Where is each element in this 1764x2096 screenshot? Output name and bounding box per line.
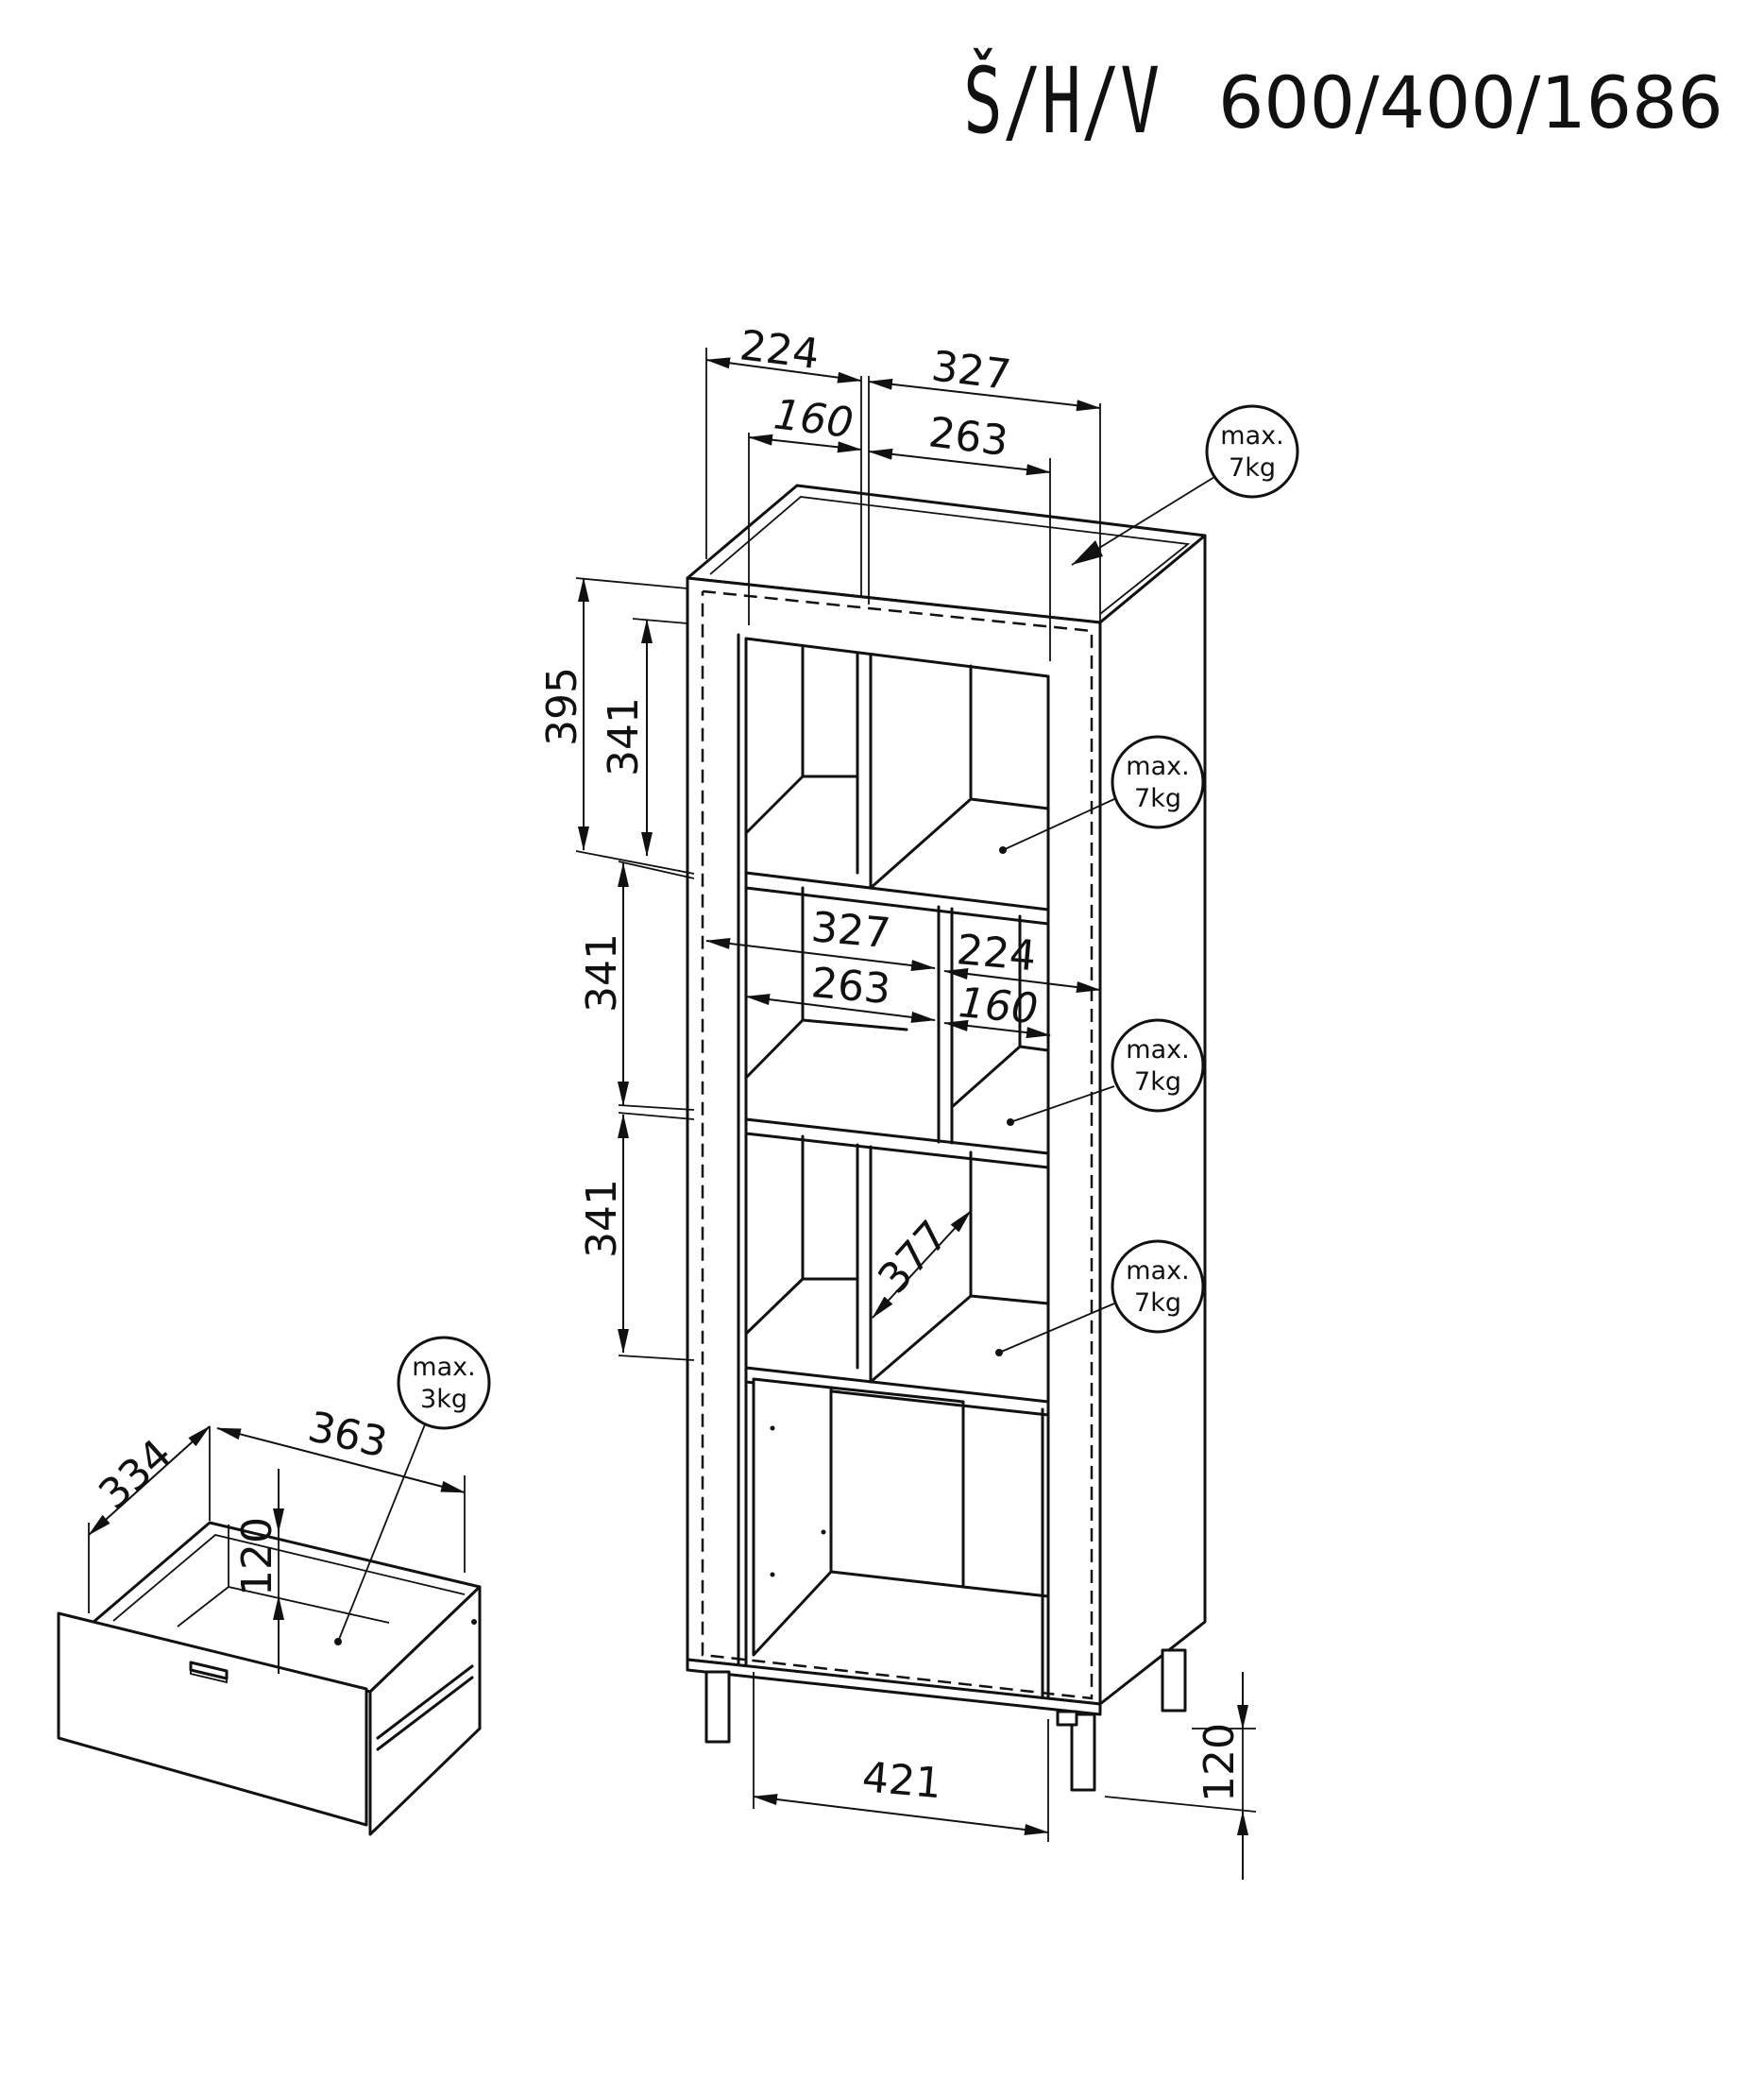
- load-badge-drawer: max. 3kg: [334, 1336, 491, 1645]
- dim-top-327: 327: [929, 342, 1014, 400]
- compartment-4: [752, 1377, 1050, 1702]
- drawer: [57, 1521, 482, 1836]
- dim-top-224: 224: [738, 321, 823, 379]
- dim-drawer-120: 120: [233, 1517, 281, 1596]
- header-dimensions: 600/400/1686: [1218, 60, 1723, 145]
- dim-left-341-c: 341: [578, 1179, 626, 1258]
- dim-drawer-363: 363: [304, 1403, 392, 1468]
- load-badge-shelf-2-line1: max.: [1126, 1035, 1189, 1065]
- load-badge-shelf-1-line1: max.: [1126, 752, 1189, 781]
- load-badge-shelf-1: max. 7kg: [999, 735, 1205, 854]
- dim-drawer-334: 334: [90, 1430, 181, 1519]
- load-badge-shelf-2-line2: 7kg: [1134, 1067, 1181, 1097]
- load-badge-top-line1: max.: [1220, 421, 1283, 451]
- cabinet-base: [686, 1658, 1102, 1716]
- load-badge-shelf-2: max. 7kg: [1007, 1018, 1205, 1126]
- cabinet-dashed-front: [701, 589, 1094, 1700]
- compartment-1: [744, 646, 1050, 890]
- dim-leg-120: 120: [1196, 1723, 1244, 1802]
- drawer-front: [57, 1611, 368, 1827]
- dimension-lines: [575, 348, 1257, 1880]
- leg-back-right: [1161, 1648, 1187, 1713]
- cabinet-right-side: [1098, 534, 1207, 1706]
- dim-bottom-421: 421: [860, 1753, 943, 1808]
- load-badge-top: max. 7kg: [1071, 404, 1299, 566]
- dim-left-341-a: 341: [600, 697, 648, 776]
- header: Š/H/V 600/400/1686: [963, 47, 1723, 153]
- dim-mid-224: 224: [955, 926, 1038, 980]
- header-label: Š/H/V: [963, 47, 1160, 153]
- compartment-2: [744, 886, 1050, 1145]
- load-badge-shelf-3-line2: 7kg: [1134, 1288, 1181, 1318]
- shelf-3: [744, 1366, 1050, 1417]
- load-badge-top-line2: 7kg: [1229, 453, 1276, 483]
- dim-left-341-b: 341: [578, 933, 626, 1013]
- shelf-1: [744, 871, 1050, 926]
- load-badge-shelf-1-line2: 7kg: [1134, 784, 1181, 813]
- load-badge-drawer-line1: max.: [412, 1353, 475, 1382]
- dim-top-263: 263: [926, 408, 1011, 466]
- dim-mid-327: 327: [809, 903, 892, 958]
- dim-mid-263: 263: [809, 959, 892, 1014]
- cabinet: [686, 484, 1207, 1792]
- leg-front-left: [704, 1670, 731, 1744]
- leg-front-right: [1070, 1713, 1096, 1792]
- load-badge-shelf-3: max. 7kg: [995, 1239, 1205, 1356]
- dim-top-160: 160: [772, 390, 857, 448]
- dim-left-395: 395: [538, 667, 586, 746]
- dim-mid-160: 160: [957, 979, 1040, 1033]
- shelf-2: [744, 1117, 1050, 1169]
- load-badge-drawer-line2: 3kg: [420, 1385, 467, 1414]
- load-badge-shelf-3-line1: max.: [1126, 1256, 1189, 1286]
